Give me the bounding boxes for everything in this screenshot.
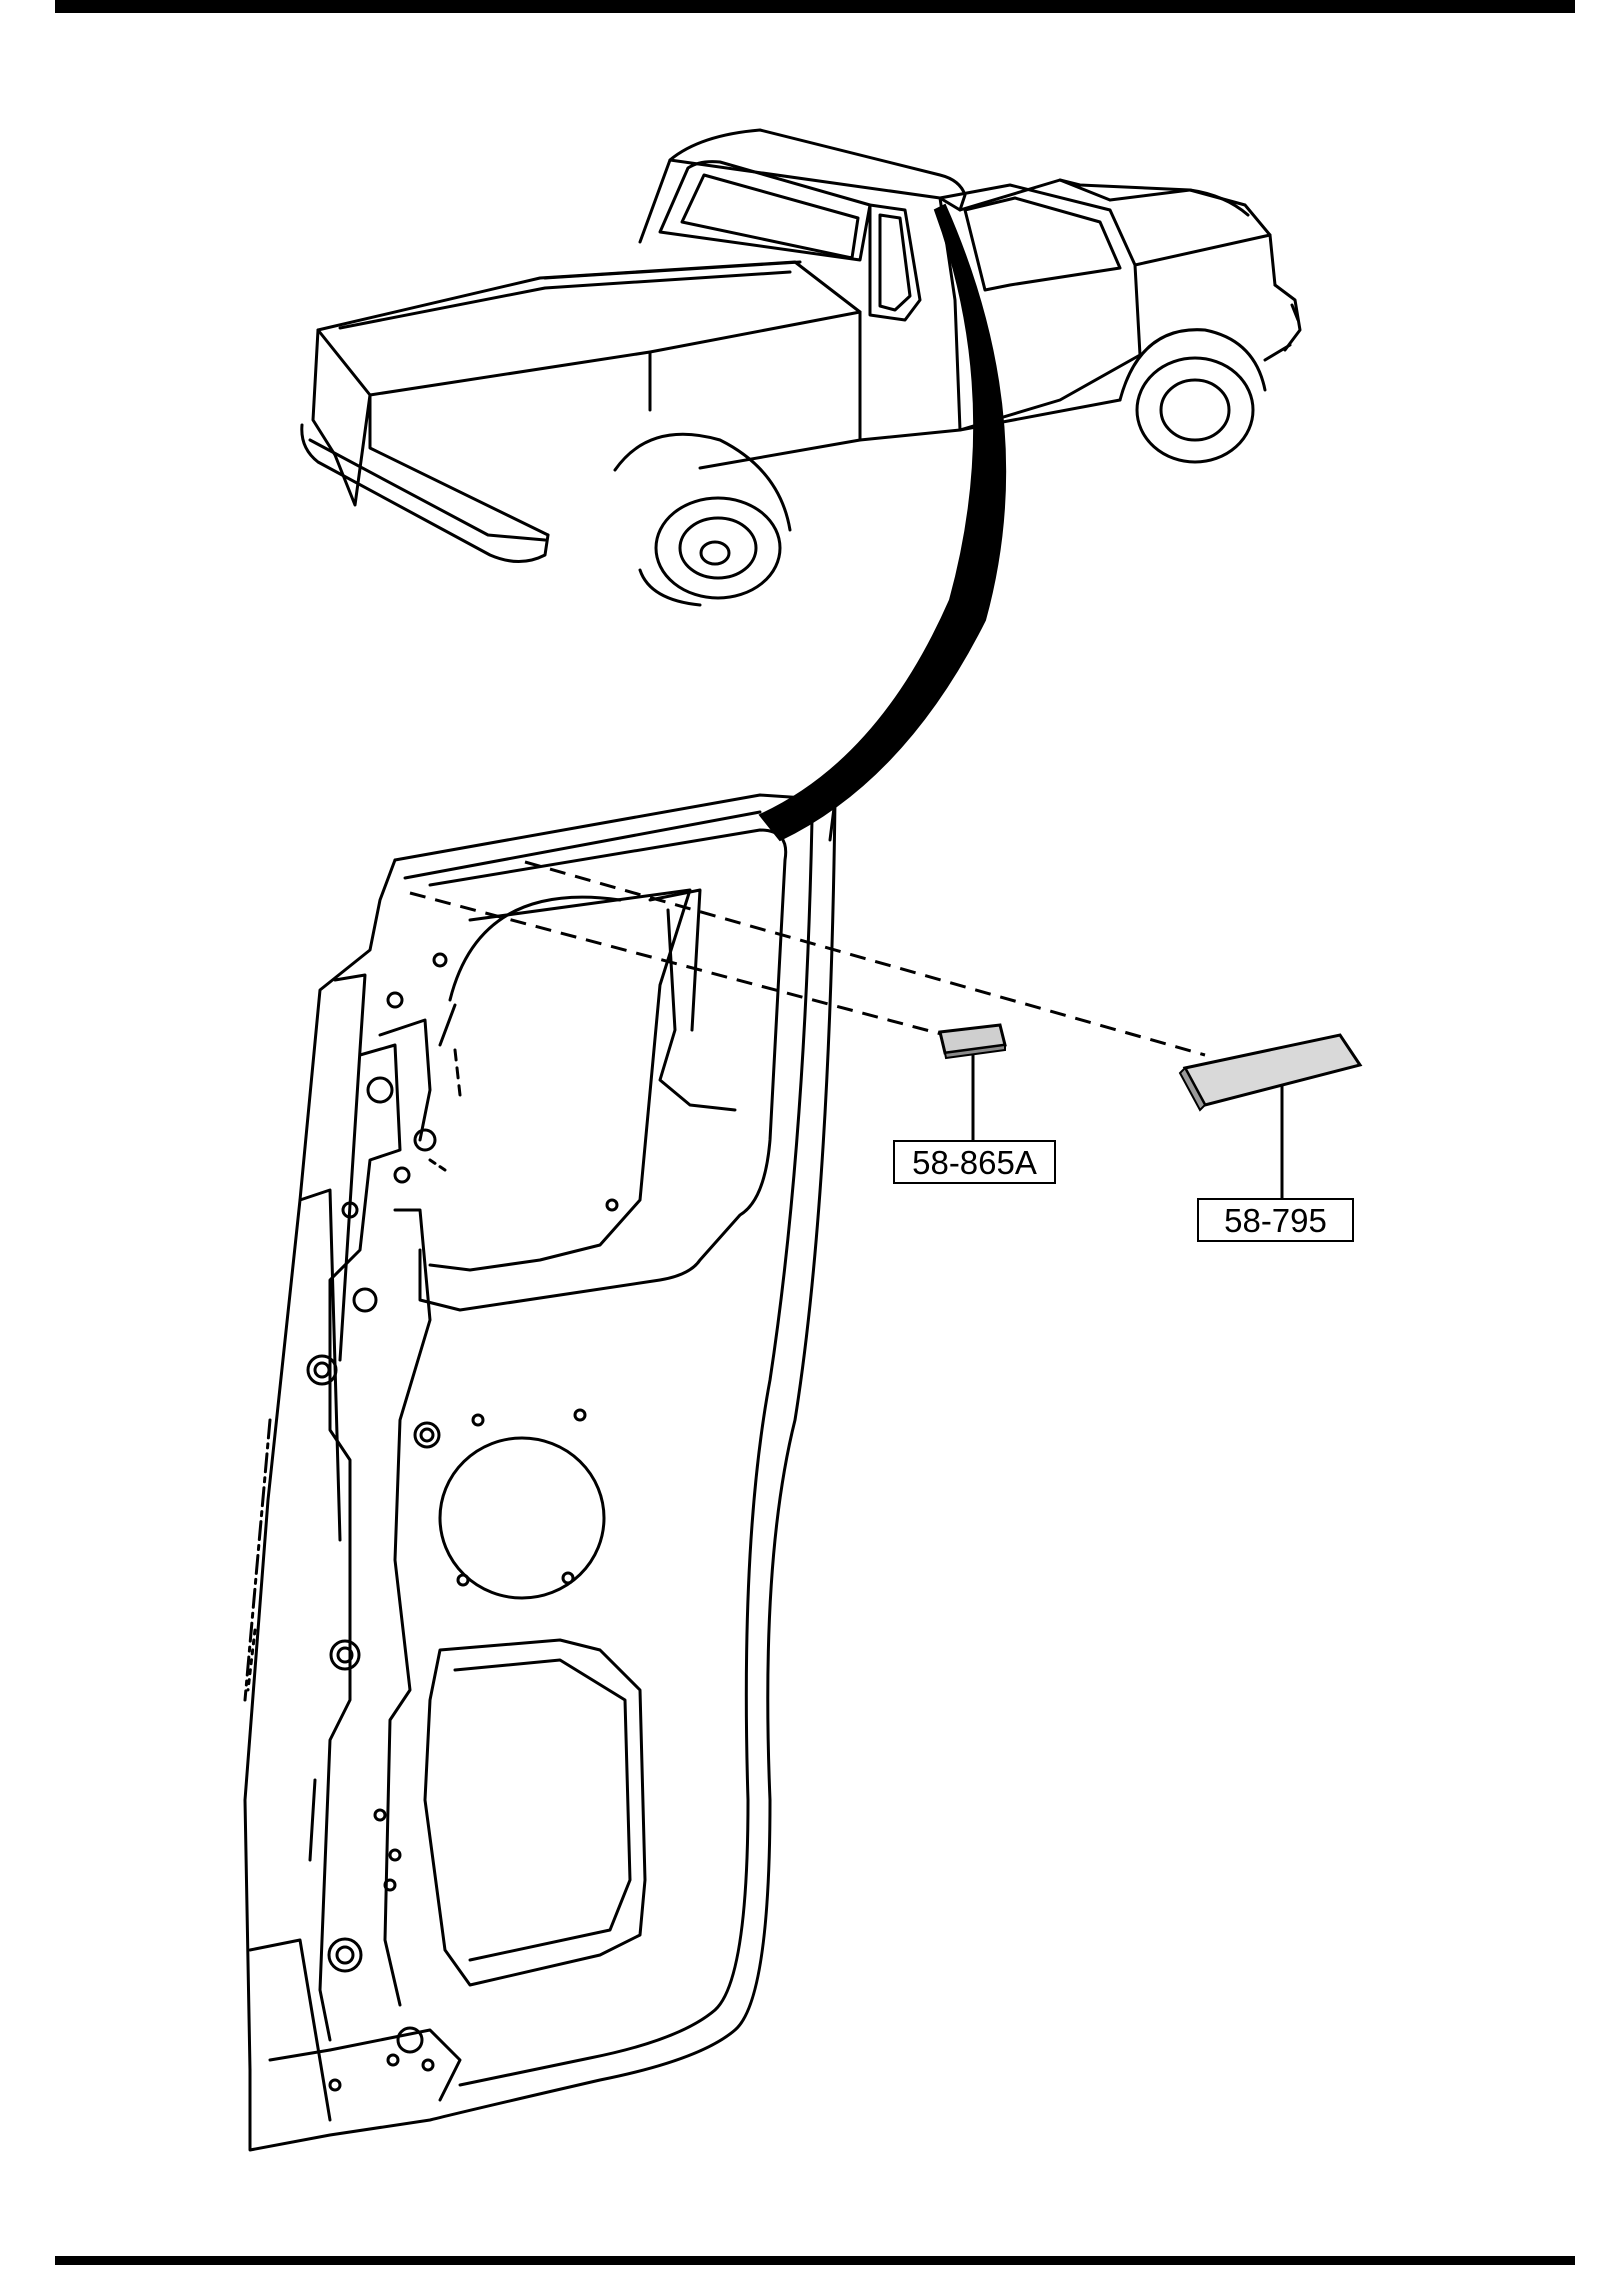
front-wheel	[1135, 356, 1255, 464]
door-inner-panel	[243, 793, 837, 2152]
dashed-leader-lines	[409, 860, 1206, 1057]
part-58-795	[1178, 1033, 1363, 1112]
part-label-58-865A: 58-865A	[893, 1140, 1056, 1184]
part-58-865A	[938, 1023, 1007, 1060]
door-mounting-holes	[306, 952, 619, 2092]
rear-wheel	[654, 496, 782, 600]
pickup-truck-illustration	[300, 128, 1302, 607]
callout-leader-band	[758, 203, 1007, 842]
speaker-opening	[438, 1436, 606, 1600]
bottom-border-rule	[55, 2256, 1575, 2265]
part-label-58-795: 58-795	[1197, 1198, 1354, 1242]
top-border-rule	[55, 0, 1575, 13]
